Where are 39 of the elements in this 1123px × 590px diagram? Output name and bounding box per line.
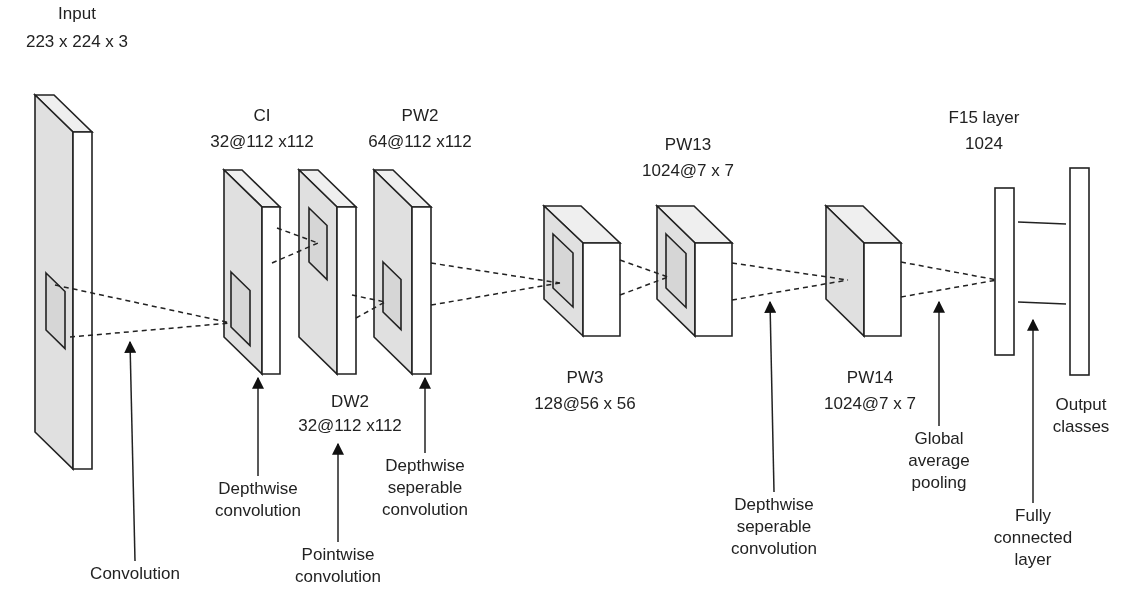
arrow bbox=[933, 300, 945, 427]
layer-label: PW3 bbox=[566, 367, 604, 389]
connector-line bbox=[1017, 221, 1067, 225]
layer-size-label: 1024@7 x 7 bbox=[642, 160, 734, 182]
dashed-line bbox=[271, 227, 319, 264]
annotation-text: Depthwise seperable convolution bbox=[714, 494, 834, 560]
layer-size-label: 223 x 224 x 3 bbox=[25, 31, 129, 53]
layer-label: F15 layer bbox=[948, 107, 1020, 129]
arrow bbox=[124, 340, 137, 562]
layer-label: PW2 bbox=[401, 105, 439, 127]
annotation-text: Pointwise convolution bbox=[283, 544, 393, 588]
arrow bbox=[1027, 318, 1039, 504]
layer-label: PW13 bbox=[664, 134, 712, 156]
layer-size-label: 32@112 x112 bbox=[210, 131, 314, 153]
arrow bbox=[764, 300, 777, 493]
dashed-line bbox=[619, 259, 669, 296]
layer-size-label: 32@112 x112 bbox=[298, 415, 402, 437]
layer-label: CI bbox=[253, 105, 271, 127]
arrow bbox=[332, 442, 344, 543]
arrow bbox=[419, 376, 431, 454]
arrow bbox=[252, 376, 264, 477]
annotation-text: Global average pooling bbox=[894, 428, 984, 494]
dashed-line bbox=[351, 294, 386, 319]
layer-size-label: 1024 bbox=[965, 133, 1003, 155]
layer-size-label: 128@56 x 56 bbox=[534, 393, 636, 415]
annotation-text: Fully connected layer bbox=[983, 505, 1083, 571]
layer-label: Input bbox=[58, 3, 96, 25]
annotation-text: Convolution bbox=[70, 563, 200, 585]
dashed-line bbox=[430, 262, 561, 306]
annotation-text: Depthwise seperable convolution bbox=[365, 455, 485, 521]
layer-size-label: 64@112 x112 bbox=[368, 131, 472, 153]
annotation-text: Depthwise convolution bbox=[203, 478, 313, 522]
connector-line bbox=[1017, 301, 1067, 305]
dashed-line bbox=[731, 262, 849, 301]
layer-label: Output classes bbox=[1051, 394, 1111, 438]
layer-label: DW2 bbox=[331, 391, 369, 413]
dashed-line bbox=[900, 261, 998, 298]
layer-size-label: 1024@7 x 7 bbox=[824, 393, 916, 415]
layer-label: PW14 bbox=[846, 367, 894, 389]
